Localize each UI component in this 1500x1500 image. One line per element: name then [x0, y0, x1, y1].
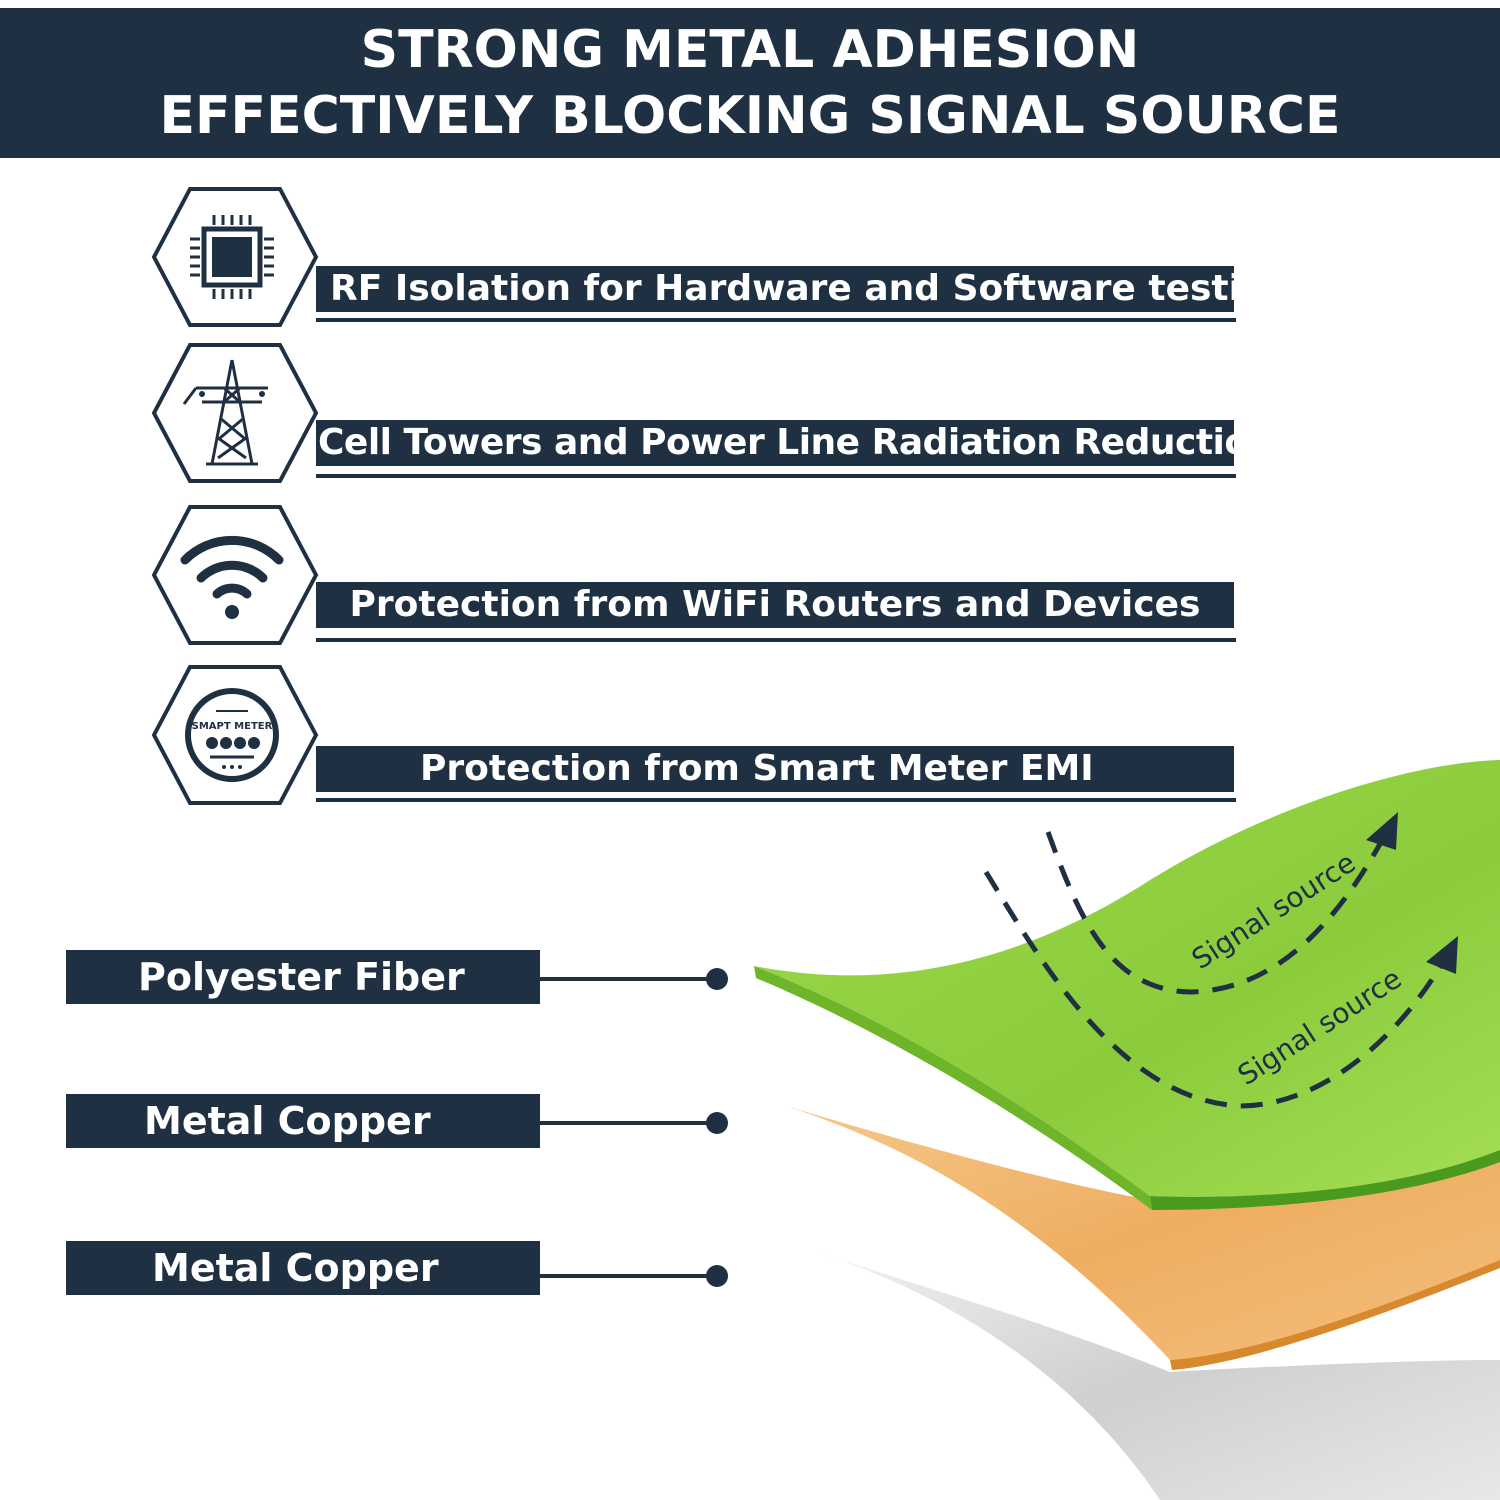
- copper-layer: [786, 1106, 1500, 1360]
- header-title-line-1: STRONG METAL ADHESION: [360, 20, 1140, 80]
- wifi-icon: [172, 518, 292, 632]
- connector-line: [540, 1121, 716, 1125]
- chip-icon: [172, 200, 292, 314]
- divider: [316, 638, 1236, 642]
- hexagon-frame: [151, 665, 319, 805]
- feature-label: RF Isolation for Hardware and Software t…: [316, 266, 1234, 312]
- layer-label-copper-2: Metal Copper: [66, 1241, 540, 1295]
- meter-label: SMAPT METER: [192, 721, 273, 732]
- feature-label: Protection from Smart Meter EMI: [316, 746, 1234, 792]
- hexagon-frame: [151, 187, 319, 327]
- power-tower-icon: [172, 356, 292, 470]
- connector-dot: [706, 968, 728, 990]
- connector-line: [540, 977, 716, 981]
- smart-meter-icon: SMAPT METER: [172, 678, 292, 792]
- silver-layer: [818, 1252, 1500, 1500]
- fabric-layers-graphic: Signal source Signal source: [754, 760, 1500, 1500]
- connector-dot: [706, 1112, 728, 1134]
- feature-wifi: Protection from WiFi Routers and Devices: [150, 504, 1240, 646]
- feature-rf-isolation: RF Isolation for Hardware and Software t…: [150, 186, 1240, 328]
- feature-smart-meter: SMAPT METER Protection from Smart Meter …: [150, 664, 1240, 806]
- divider: [316, 798, 1236, 802]
- hexagon-frame: [151, 505, 319, 645]
- layer-label-copper: Metal Copper: [66, 1094, 540, 1148]
- connector-dot: [706, 1265, 728, 1287]
- divider: [316, 474, 1236, 478]
- layer-label-polyester: Polyester Fiber: [66, 950, 540, 1004]
- header-banner: STRONG METAL ADHESION EFFECTIVELY BLOCKI…: [0, 8, 1500, 158]
- feature-label: Protection from WiFi Routers and Devices: [316, 582, 1234, 628]
- header-title-line-2: EFFECTIVELY BLOCKING SIGNAL SOURCE: [159, 86, 1341, 146]
- feature-cell-towers: Cell Towers and Power Line Radiation Red…: [150, 342, 1240, 484]
- feature-label: Cell Towers and Power Line Radiation Red…: [316, 420, 1234, 466]
- connector-line: [540, 1274, 716, 1278]
- divider: [316, 318, 1236, 322]
- hexagon-frame: [151, 343, 319, 483]
